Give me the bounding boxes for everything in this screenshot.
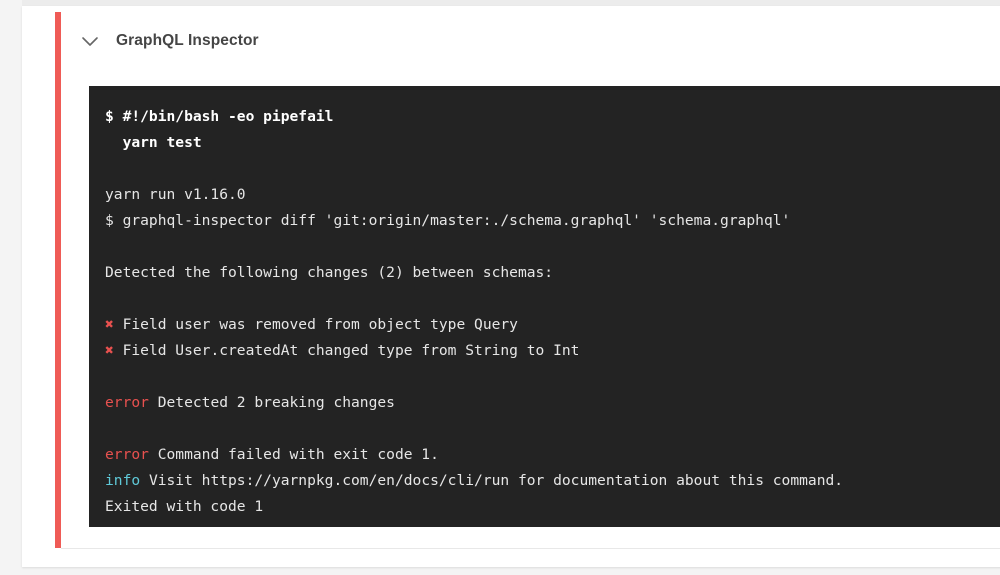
build-step-card: GraphQL Inspector $ #!/bin/bash -eo pipe… bbox=[22, 6, 1000, 567]
terminal-line: $ #!/bin/bash -eo pipefail bbox=[105, 104, 1000, 130]
terminal-message-text: Detected 2 breaking changes bbox=[148, 394, 395, 411]
terminal-line: yarn test bbox=[105, 130, 1000, 156]
terminal-plain-text: yarn run v1.16.0 bbox=[105, 186, 246, 203]
terminal-line: error Command failed with exit code 1. bbox=[105, 442, 1000, 468]
terminal-command-text: yarn test bbox=[105, 134, 202, 151]
terminal-level-label: error bbox=[105, 394, 149, 411]
terminal-log: $ #!/bin/bash -eo pipefail yarn test yar… bbox=[89, 86, 1000, 520]
terminal-line: Exited with code 1 bbox=[105, 494, 1000, 520]
terminal-plain-text: Exited with code 1 bbox=[105, 498, 264, 515]
terminal-line bbox=[105, 234, 1000, 260]
breaking-change-x-icon: ✖ bbox=[105, 342, 114, 359]
terminal-line: yarn run v1.16.0 bbox=[105, 182, 1000, 208]
card-divider bbox=[61, 548, 1000, 549]
terminal-command-text: $ #!/bin/bash -eo pipefail bbox=[105, 108, 334, 125]
terminal-line: Detected the following changes (2) betwe… bbox=[105, 260, 1000, 286]
chevron-down-icon[interactable] bbox=[78, 29, 102, 53]
terminal-line: info Visit https://yarnpkg.com/en/docs/c… bbox=[105, 468, 1000, 494]
terminal-level-label: error bbox=[105, 446, 149, 463]
breaking-change-text: Field User.createdAt changed type from S… bbox=[113, 342, 580, 359]
page-gutter bbox=[0, 0, 21, 575]
terminal-line: ✖ Field User.createdAt changed type from… bbox=[105, 338, 1000, 364]
terminal-line: ✖ Field user was removed from object typ… bbox=[105, 312, 1000, 338]
terminal-line bbox=[105, 156, 1000, 182]
terminal-plain-text: Detected the following changes (2) betwe… bbox=[105, 264, 554, 281]
terminal-output-panel[interactable]: $ #!/bin/bash -eo pipefail yarn test yar… bbox=[89, 86, 1000, 527]
terminal-line: error Detected 2 breaking changes bbox=[105, 390, 1000, 416]
card-top-rule bbox=[22, 0, 1000, 6]
terminal-line bbox=[105, 286, 1000, 312]
terminal-line bbox=[105, 364, 1000, 390]
status-accent-bar bbox=[55, 12, 61, 548]
terminal-message-text: Visit https://yarnpkg.com/en/docs/cli/ru… bbox=[140, 472, 844, 489]
breaking-change-text: Field user was removed from object type … bbox=[113, 316, 518, 333]
step-header[interactable]: GraphQL Inspector bbox=[78, 26, 259, 56]
terminal-line bbox=[105, 416, 1000, 442]
terminal-message-text: Command failed with exit code 1. bbox=[148, 446, 439, 463]
terminal-plain-text: $ graphql-inspector diff 'git:origin/mas… bbox=[105, 212, 791, 229]
breaking-change-x-icon: ✖ bbox=[105, 316, 114, 333]
terminal-line: $ graphql-inspector diff 'git:origin/mas… bbox=[105, 208, 1000, 234]
page-title: GraphQL Inspector bbox=[116, 32, 259, 49]
terminal-level-label: info bbox=[105, 472, 141, 489]
